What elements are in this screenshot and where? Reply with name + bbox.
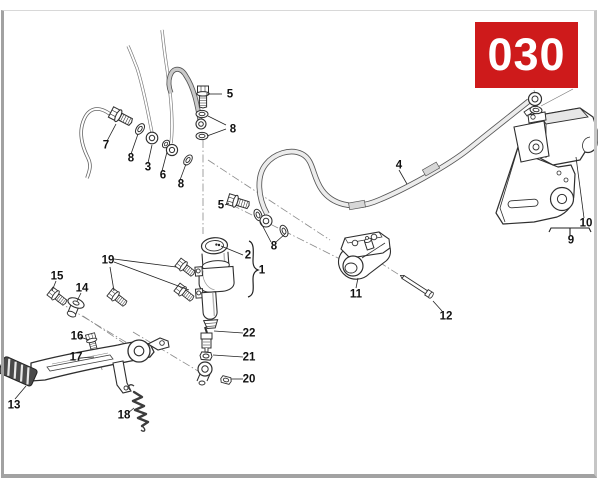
brake-hose-4 [256,98,531,216]
part-label-5-7: 5 [217,199,225,212]
part-label-8-3: 8 [127,152,135,165]
washer-8-top-b [195,131,209,141]
brake-hose-upper-arch [166,66,203,121]
bushing-14 [66,297,85,318]
part-label-7-2: 7 [102,139,110,152]
part-label-21-24: 21 [242,351,256,364]
part-label-14-18: 14 [75,282,89,295]
assembly-axis-lines [56,89,544,378]
brake-hose-3 [126,45,154,134]
washer-8-mid-b [277,223,291,239]
part-label-3-4: 3 [144,161,152,174]
group-bracket-9 [548,227,592,235]
part-label-5-0: 5 [226,88,234,101]
hose-fitting-7 [107,105,136,129]
group-brace-1 [247,240,260,298]
part-label-18-22: 18 [117,409,131,422]
page-code-text: 030 [487,29,566,80]
washer-8-left [133,121,147,137]
return-spring-18 [128,384,150,432]
part-label-9-15: 9 [567,234,575,247]
part-label-8-1: 8 [229,123,237,136]
part-label-15-17: 15 [50,270,64,283]
master-cylinder [194,237,235,329]
part-label-8-9: 8 [270,240,278,253]
clevis-rod-end [196,361,213,386]
washer-8-top-a [195,109,209,119]
bolt-19-c [106,287,130,310]
brake-hose-7 [79,107,112,179]
banjo-fitting-6 [165,143,179,157]
part-label-19-16: 19 [101,254,115,267]
banjo-eye-arch [195,118,207,130]
part-label-1-11: 1 [258,264,266,277]
callout-leader-lines [14,88,585,414]
caliper-banjo-eye [527,91,543,107]
part-label-8-6: 8 [177,178,185,191]
part-label-16-19: 16 [70,330,84,343]
part-label-12-13: 12 [439,310,453,323]
part-label-6-5: 6 [159,169,167,182]
part-label-13-21: 13 [7,399,21,412]
banjo-fitting-3 [145,131,159,145]
part-label-2-10: 2 [244,249,252,262]
part-label-10-14: 10 [579,217,593,230]
part-label-4-8: 4 [395,159,403,172]
pushrod-adjuster-22 [200,326,213,353]
part-label-22-23: 22 [242,327,256,340]
page-code-box: 030 [475,22,578,88]
bolt-15 [46,286,70,309]
bolt-12 [399,274,434,299]
part-label-20-25: 20 [242,373,256,386]
nut-20 [219,374,233,386]
locknut-21 [199,351,213,361]
bolt-19-a [174,257,198,280]
brake-pedal-13 [0,337,170,394]
washer-8-left2 [181,152,195,168]
caliper-assembly [495,107,598,225]
fluid-junction-11 [337,231,392,280]
brake-hose-6 [160,29,174,144]
part-label-17-20: 17 [69,351,83,364]
part-label-11-12: 11 [349,288,363,301]
